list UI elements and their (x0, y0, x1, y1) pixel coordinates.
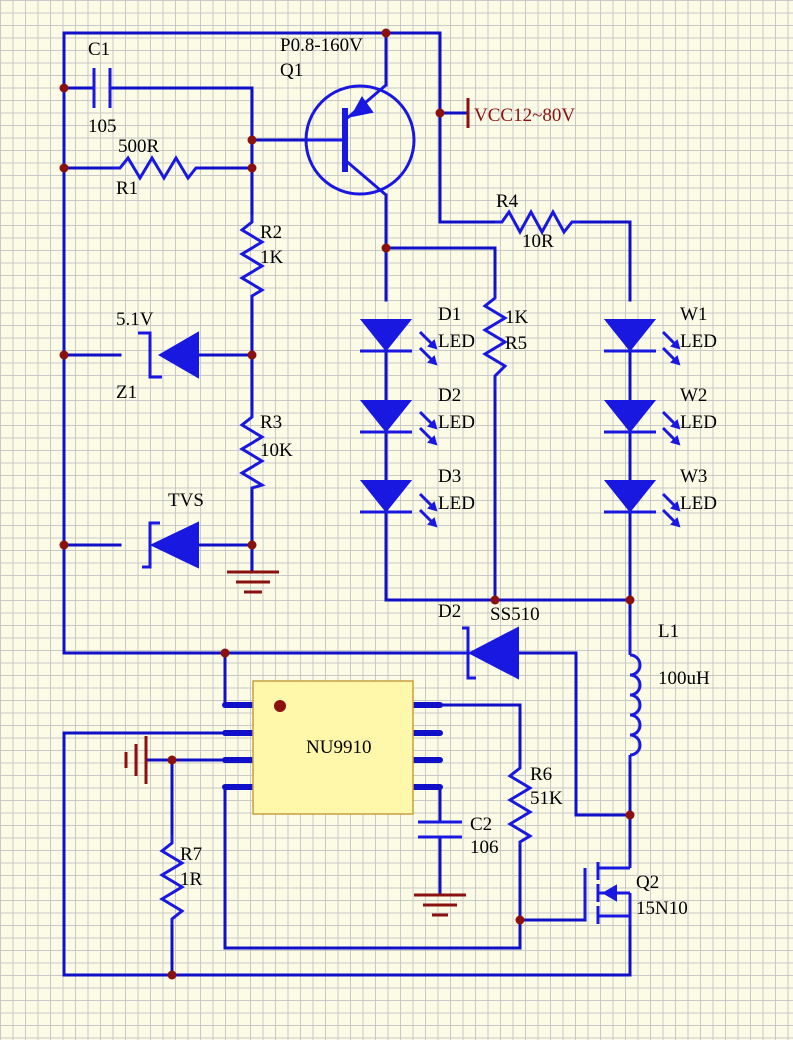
label-l1-value: 100uH (658, 668, 710, 689)
label-r2-value: 1K (260, 247, 284, 268)
label-z1-name: Z1 (116, 382, 137, 403)
resistor-r5 (482, 290, 508, 390)
label-r7-value: 1R (180, 869, 203, 890)
transistor-q1 (304, 83, 416, 197)
junction-r1-right (247, 163, 257, 173)
mosfet-q2 (583, 862, 632, 925)
zener-z1 (138, 331, 199, 379)
label-r7-name: R7 (180, 844, 202, 865)
label-d1-name: D1 (438, 304, 461, 325)
label-d3-value: LED (438, 493, 475, 514)
led-w1 (603, 319, 681, 366)
label-r6-value: 51K (530, 788, 563, 809)
tvs-diode (142, 521, 199, 569)
led-w3 (603, 480, 681, 528)
label-r1-name: R1 (116, 178, 138, 199)
ground-symbol-1 (227, 570, 279, 594)
junction-r1-left (59, 163, 69, 173)
label-r1-value: 500R (118, 136, 160, 157)
ground-symbol-2 (414, 893, 466, 917)
junction-w-bottom (625, 595, 635, 605)
resistor-r6 (507, 760, 533, 845)
label-r2-name: R2 (260, 222, 282, 243)
junction-c1-left (59, 83, 69, 93)
junction-zener-right (247, 350, 257, 360)
label-c2-name: C2 (470, 814, 492, 835)
resistor-r3 (239, 410, 266, 490)
label-r4-value: 10R (522, 231, 554, 252)
label-r5-name: R5 (505, 333, 527, 354)
label-c2-value: 106 (470, 837, 499, 858)
label-z1-value: 5.1V (116, 309, 154, 330)
junction-led-bottom (490, 595, 500, 605)
label-d2-value: LED (438, 412, 475, 433)
label-d1-value: LED (438, 331, 475, 352)
resistor-r7 (159, 835, 185, 925)
label-r4-name: R4 (496, 191, 519, 212)
label-r3-name: R3 (260, 412, 282, 433)
label-q1-name: Q1 (280, 60, 303, 81)
label-w1-value: LED (680, 331, 717, 352)
label-q1-value: P0.8-160V (280, 35, 363, 56)
labels: C1 105 P0.8-160V Q1 VCC12~80V 500R R1 R2… (88, 35, 717, 919)
junction-collector (381, 243, 391, 253)
junction-tvs-left (59, 540, 69, 550)
label-ic-name: NU9910 (306, 737, 371, 758)
led-d3 (359, 480, 438, 528)
junction-drain (625, 810, 635, 820)
label-w1-name: W1 (680, 304, 707, 325)
label-d2s-name: D2 (438, 601, 461, 622)
label-tvs: TVS (168, 490, 204, 511)
resistor-r4 (495, 208, 580, 236)
led-w2 (603, 400, 681, 446)
junction-gate (515, 915, 525, 925)
label-c1-name: C1 (88, 39, 110, 60)
led-d2 (359, 400, 438, 446)
led-d1 (359, 319, 438, 366)
junction-top (381, 28, 391, 38)
junction-r7-bottom (167, 970, 177, 980)
resistor-r1 (112, 155, 200, 181)
label-d2-name: D2 (438, 385, 461, 406)
label-w3-value: LED (680, 493, 717, 514)
label-d3-name: D3 (438, 466, 461, 487)
label-vcc: VCC12~80V (474, 105, 575, 126)
junctions (59, 28, 635, 980)
label-d2s-value: SS510 (490, 604, 540, 625)
schottky-d2 (440, 626, 519, 680)
junction-base (247, 135, 257, 145)
label-c1-value: 105 (88, 116, 117, 137)
label-l1-name: L1 (658, 621, 679, 642)
label-w2-value: LED (680, 412, 717, 433)
label-w3-name: W3 (680, 466, 707, 487)
capacitor-c2 (418, 820, 462, 839)
label-r6-name: R6 (530, 764, 552, 785)
label-r3-value: 10K (260, 440, 293, 461)
label-q2-value: 15N10 (636, 898, 688, 919)
label-r5-value: 1K (505, 307, 529, 328)
label-w2-name: W2 (680, 385, 707, 406)
ic-nu9910 (222, 680, 443, 815)
resistor-r2 (239, 215, 265, 300)
junction-vcc (435, 108, 445, 118)
junction-zener-left (59, 350, 69, 360)
wires (62, 31, 632, 977)
capacitor-c1 (92, 68, 112, 108)
junction-ic-vin (220, 648, 230, 658)
inductor-l1 (628, 625, 642, 762)
ground-symbol-3 (124, 736, 148, 784)
label-q2-name: Q2 (636, 872, 659, 893)
junction-tvs-right (247, 540, 257, 550)
junction-r7-top (167, 755, 177, 765)
